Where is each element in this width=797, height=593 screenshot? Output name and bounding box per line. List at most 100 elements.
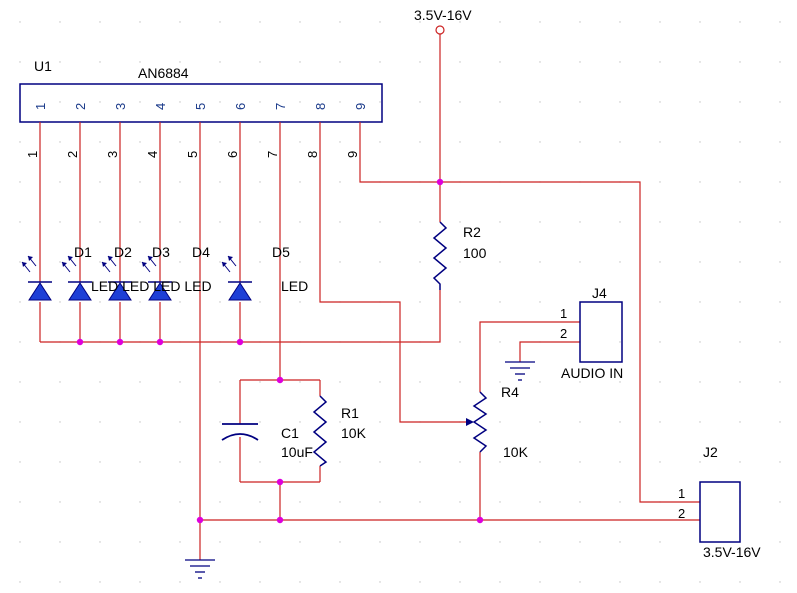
grid-dot [739, 261, 741, 263]
grid-dot [419, 141, 421, 143]
grid-dot [379, 261, 381, 263]
ic-u1-body [19, 83, 383, 123]
grid-dot [459, 221, 461, 223]
grid-dot [99, 61, 101, 63]
led-value-row: LED LED LED LED [91, 278, 212, 294]
grid-dot [19, 381, 21, 383]
grid-dot [539, 61, 541, 63]
grid-dot [779, 581, 781, 583]
grid-dot [179, 541, 181, 543]
connector-j2-pin1: 1 [678, 486, 685, 501]
grid-dot [699, 141, 701, 143]
grid-dot [139, 181, 141, 183]
grid-dot [499, 541, 501, 543]
grid-dot [779, 61, 781, 63]
connector-j4: J4 1 2 AUDIO IN [560, 285, 623, 381]
grid-dot [299, 461, 301, 463]
grid-dot [499, 221, 501, 223]
grid-dot [259, 141, 261, 143]
grid-dot [99, 141, 101, 143]
grid-dot [779, 301, 781, 303]
grid-dot [459, 261, 461, 263]
grid-dot [219, 101, 221, 103]
resistor-r2-ref: R2 [463, 224, 481, 240]
grid-dot [779, 341, 781, 343]
grid-dot [779, 21, 781, 23]
grid-dot [139, 261, 141, 263]
grid-dot [139, 461, 141, 463]
grid-dot [259, 421, 261, 423]
grid-dot [419, 221, 421, 223]
grid-dot [259, 581, 261, 583]
grid-dot [739, 61, 741, 63]
grid-dot [59, 261, 61, 263]
grid-dot [499, 141, 501, 143]
grid-dot [299, 541, 301, 543]
grid-dot [699, 381, 701, 383]
grid-dot [139, 141, 141, 143]
ic-u1-outer-pin-6: 6 [225, 151, 240, 158]
ground-symbol-j4 [505, 361, 535, 381]
grid-dot [219, 141, 221, 143]
grid-dot [299, 181, 301, 183]
led-symbol [61, 255, 92, 301]
grid-dot [219, 381, 221, 383]
grid-dot [59, 581, 61, 583]
potentiometer-r4-value: 10K [503, 444, 529, 460]
grid-dot [339, 181, 341, 183]
grid-dot [579, 381, 581, 383]
grid-dot [259, 181, 261, 183]
grid-dot [99, 101, 101, 103]
grid-dot [779, 141, 781, 143]
grid-dot [459, 581, 461, 583]
grid-dot [299, 101, 301, 103]
ic-u1-inner-pin-9: 9 [353, 103, 368, 110]
ic-u1-inner-pin-5: 5 [193, 103, 208, 110]
connector-j4-pin1: 1 [560, 306, 567, 321]
grid-dot [219, 181, 221, 183]
grid-dot [619, 501, 621, 503]
connector-j4-label: AUDIO IN [561, 365, 623, 381]
grid-dot [499, 61, 501, 63]
grid-dot [339, 21, 341, 23]
grid-dot [179, 501, 181, 503]
grid-dot [659, 581, 661, 583]
grid-dot [699, 101, 701, 103]
grid-dot [219, 61, 221, 63]
grid-dot [19, 541, 21, 543]
grid-dot [339, 501, 341, 503]
grid-dot [539, 301, 541, 303]
grid-dot [379, 101, 381, 103]
capacitor-c1-ref: C1 [281, 425, 299, 441]
grid-dot [259, 21, 261, 23]
grid-dot [699, 21, 701, 23]
grid-dot [379, 501, 381, 503]
grid-dot [659, 341, 661, 343]
grid-dot [379, 141, 381, 143]
grid-dot [579, 461, 581, 463]
led-ref-d3: D3 [152, 244, 170, 260]
grid-dot [779, 541, 781, 543]
grid-dot [619, 21, 621, 23]
resistor-r1-ref: R1 [341, 405, 359, 421]
grid-dot [339, 221, 341, 223]
grid-dot [739, 221, 741, 223]
potentiometer-r4: R4 10K [466, 384, 529, 460]
grid-dot [179, 21, 181, 23]
grid-dot [739, 101, 741, 103]
grid-dot [19, 421, 21, 423]
grid-dot [419, 461, 421, 463]
supply-terminal: 3.5V-16V [414, 7, 472, 35]
grid-dot [539, 581, 541, 583]
ic-u1-outer-pin-9: 9 [345, 151, 360, 158]
grid-dot [139, 221, 141, 223]
grid-dot [299, 581, 301, 583]
grid-dot [19, 261, 21, 263]
grid-dot [259, 301, 261, 303]
grid-dot [179, 61, 181, 63]
grid-dot [419, 101, 421, 103]
